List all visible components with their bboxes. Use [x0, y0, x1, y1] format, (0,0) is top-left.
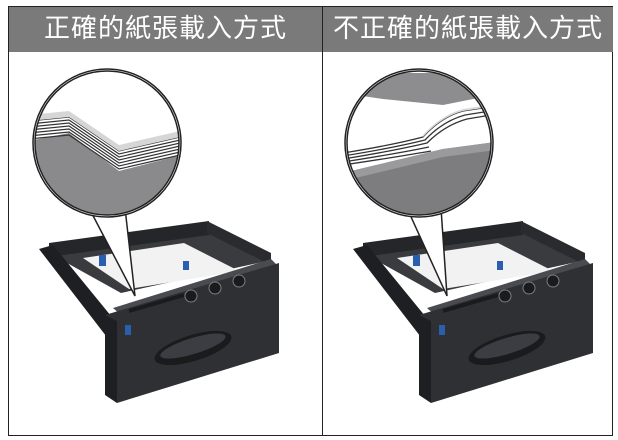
incorrect-loading-panel — [323, 53, 613, 435]
incorrect-loading-illustration — [344, 68, 593, 403]
header-correct-loading: 正確的紙張載入方式 — [9, 7, 322, 52]
column-divider — [322, 7, 323, 435]
paper-stack-flat-illustration — [32, 68, 182, 218]
paper-loading-figure: 正確的紙張載入方式 不正確的紙張載入方式 — [8, 6, 613, 436]
paper-stack-curled-illustration — [344, 68, 494, 218]
header-incorrect-loading: 不正確的紙張載入方式 — [323, 7, 613, 52]
paper-tray-illustration — [39, 221, 279, 403]
correct-loading-illustration — [32, 68, 279, 403]
correct-loading-panel — [9, 53, 322, 435]
paper-tray-illustration — [353, 221, 593, 403]
